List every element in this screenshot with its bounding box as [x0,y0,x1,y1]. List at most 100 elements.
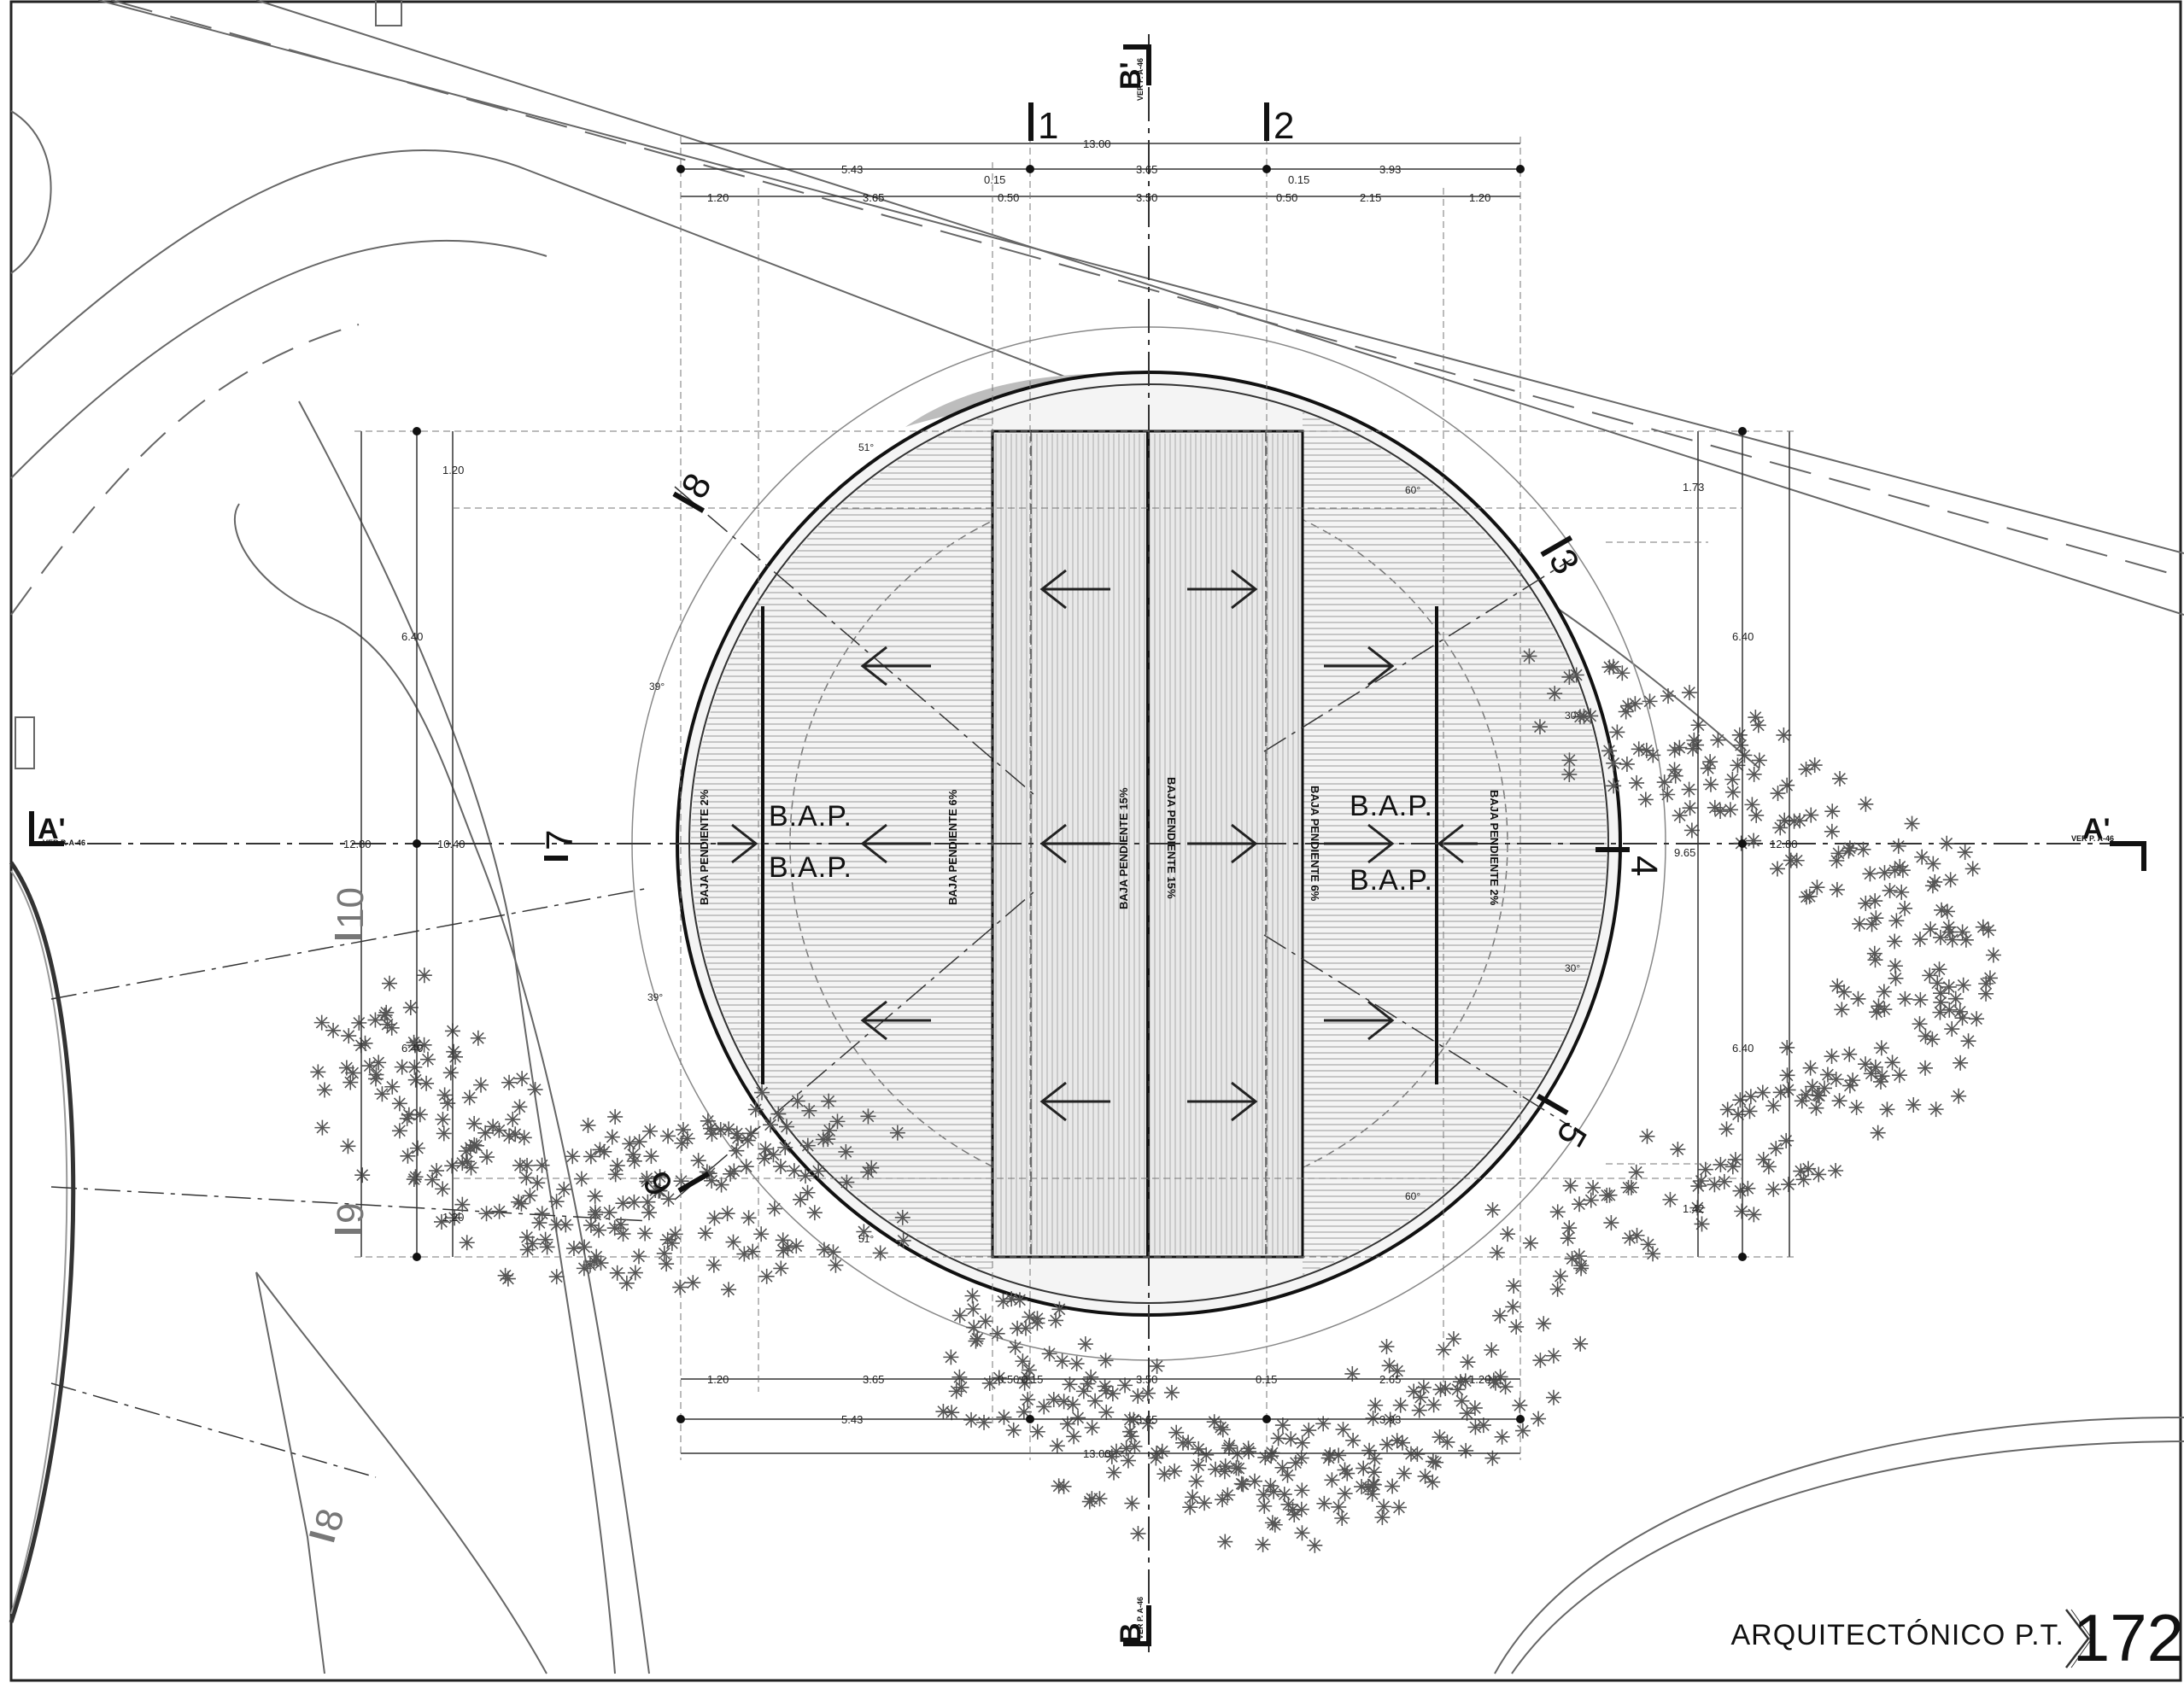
tree-icon [773,1159,789,1175]
tree-icon [1552,1268,1568,1284]
slope-label-right-2: BAJA PENDIENTE 2% [1488,790,1501,906]
tree-icon [1806,757,1823,774]
tree-icon [964,1288,981,1304]
tree-icon [1029,1315,1045,1331]
tree-icon [1629,1227,1645,1243]
bap-label-right-top: B.A.P. [1350,790,1433,822]
tree-icon [729,1125,745,1142]
tree-icon [1235,1476,1251,1493]
tree-icon [1841,1046,1858,1062]
tree-icon [454,1155,471,1172]
tree-icon [446,1043,462,1060]
slope-arrow [1187,569,1258,610]
tree-icon [1294,1525,1310,1541]
tree-icon [1732,1092,1748,1108]
tree-icon [1941,1002,1958,1018]
tree-icon [1392,1397,1408,1413]
tree-icon [1744,797,1760,813]
tree-icon [1622,1230,1638,1246]
tree-icon [1876,984,1892,1000]
tree-icon [1697,1161,1713,1178]
tree-icon [1062,1376,1078,1393]
tree-icon [1874,1068,1890,1084]
dim-right-part-a: 1.73 [1683,481,1704,494]
tree-icon [743,1125,759,1142]
tree-icon [753,1226,770,1242]
tree-icon [512,1157,528,1173]
tree-icon [1803,807,1819,823]
tree-icon [1573,1260,1590,1277]
tree-icon [1531,719,1548,735]
tree-icon [462,1140,478,1156]
tree-icon [1681,685,1697,701]
tree-icon [697,1225,713,1242]
tree-icon [1355,1460,1372,1476]
tree-icon [534,1157,550,1173]
tree-icon [1765,1181,1782,1197]
tree-icon [889,1125,905,1141]
tree-icon [1828,1163,1844,1179]
tree-icon [1198,1446,1215,1463]
tree-icon [643,1148,659,1165]
tree-icon [1016,1404,1032,1420]
tree-icon [530,1175,546,1191]
tree-icon [1139,1385,1156,1401]
tree-icon [806,1205,823,1221]
tree-icon [820,1131,836,1148]
tree-icon [828,1257,844,1273]
tree-icon [1381,1358,1397,1374]
tree-icon [419,1051,436,1067]
tree-icon [341,1028,357,1044]
tree-icon [1366,1464,1382,1481]
tree-icon [459,1235,475,1251]
tree-icon [1180,1435,1197,1451]
tree-icon [943,1349,959,1365]
tree-icon [442,1065,459,1081]
tree-icon [1549,1204,1566,1220]
tree-icon [371,1055,387,1071]
tree-icon [1457,1373,1473,1389]
tree-icon [1631,741,1647,757]
tree-icon [951,1307,968,1324]
tree-icon [1769,861,1785,877]
tree-icon [1925,856,1941,872]
tree-icon [440,1096,456,1112]
tree-icon [378,1004,395,1020]
angle-label: 51° [858,441,874,453]
tree-icon [576,1260,592,1277]
section-marker-b-bottom: B VER P. A-46 [1115,1597,1151,1646]
tree-icon [1080,1376,1096,1392]
tree-icon [384,1078,401,1095]
tree-icon [1167,1463,1183,1479]
tree-icon [601,1204,618,1220]
tree-icon [864,1160,880,1176]
tree-icon [1041,1346,1057,1362]
tree-icon [1130,1388,1146,1404]
tree-icon [479,1149,495,1166]
tree-icon [631,1248,647,1265]
tree-icon [1670,1142,1686,1158]
tree-icon [1605,658,1621,675]
tree-icon [675,1122,691,1138]
axis-label-7: 7 [539,830,581,850]
tree-icon [463,1160,479,1176]
tree-icon [1702,776,1719,792]
tree-icon [1834,1002,1850,1018]
slope-arrow [860,1000,931,1041]
tree-icon [799,1137,816,1154]
tree-icon [1051,1478,1067,1494]
tree-icon [1923,921,1939,938]
tree-icon [1256,1498,1273,1514]
tree-icon [340,1138,356,1154]
tree-icon [1801,888,1818,904]
tree-icon [607,1166,624,1183]
tree-icon [1087,1393,1104,1409]
tree-icon [622,1136,638,1152]
extension-lines [354,137,1794,1460]
tree-icon [948,1383,964,1400]
section-a-left-ref: VER P. A-46 [43,839,85,847]
tree-icon [1960,1033,1976,1049]
tree-icon [1953,1055,1969,1071]
tree-icon [1005,1422,1022,1438]
tree-icon [1585,1179,1601,1195]
